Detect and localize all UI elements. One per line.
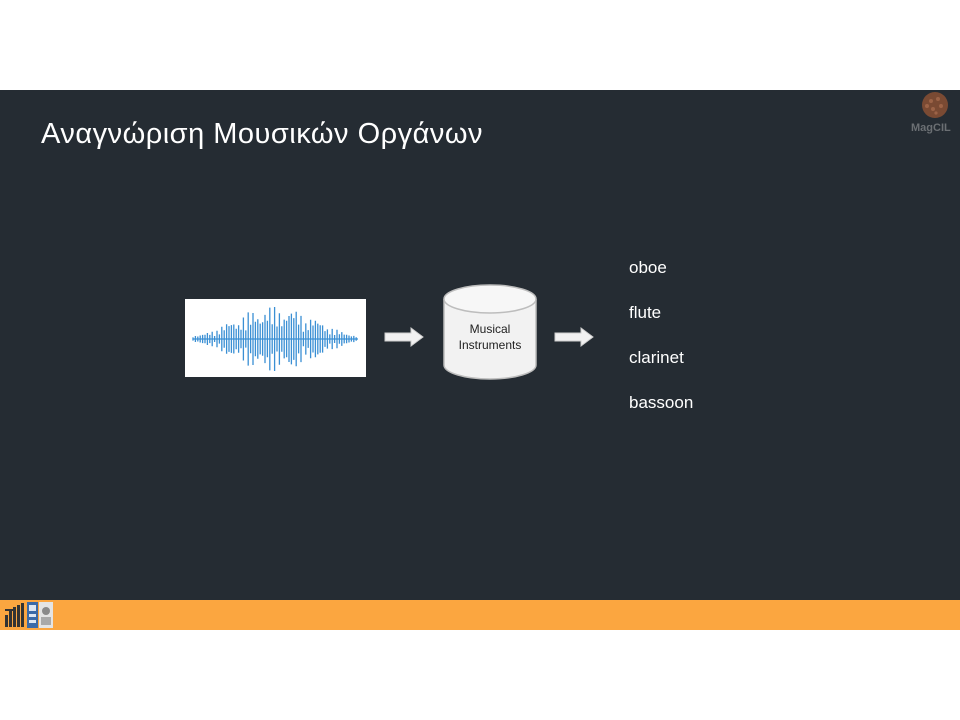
sound-waveform-icon <box>185 299 366 377</box>
database-cylinder-icon: Musical Instruments <box>442 283 538 381</box>
magcil-logo-icon: MagCIL <box>906 90 960 138</box>
right-arrow-icon <box>554 326 594 348</box>
database-label-line-2: Instruments <box>458 338 522 352</box>
output-clarinet: clarinet <box>629 348 684 367</box>
output-bassoon: bassoon <box>629 393 694 412</box>
footer-bar <box>0 600 960 630</box>
instrument-output-list: oboe flute clarinet bassoon <box>629 257 693 437</box>
slide-title: Αναγνώριση Μουσικών Οργάνων <box>41 118 484 150</box>
database-label: Musical Instruments <box>442 321 538 353</box>
waveform-graphic <box>192 307 358 371</box>
corner-logo-text: MagCIL <box>911 122 951 134</box>
output-oboe: oboe <box>629 258 667 277</box>
institution-logo-icon <box>3 601 55 629</box>
database-label-line-1: Musical <box>469 322 511 336</box>
output-flute: flute <box>629 303 662 322</box>
waveform-path <box>192 307 357 371</box>
slide: Αναγνώριση Μουσικών Οργάνων MagCIL <box>0 90 960 600</box>
right-arrow-icon <box>384 326 424 348</box>
